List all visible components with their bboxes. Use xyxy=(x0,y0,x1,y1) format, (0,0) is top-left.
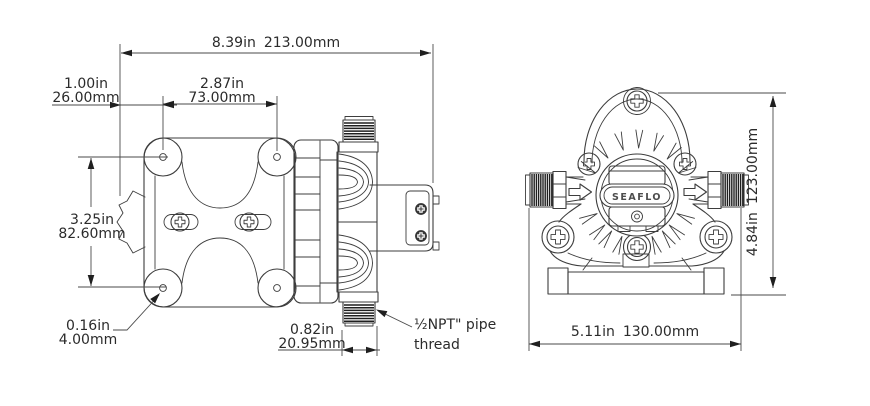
flow-arrow-left-icon xyxy=(568,183,593,201)
dim-hole-offset: 1.00in 26.00mm xyxy=(52,76,177,109)
diaphragm-chamber-lower xyxy=(338,234,373,291)
dim-overall-height-label: 4.84in123.00mm xyxy=(745,128,761,256)
dim-hole-spacing-horizontal: 2.87in 73.00mm xyxy=(162,76,278,151)
motor-body xyxy=(293,139,339,304)
front-view: SEAFLO xyxy=(525,87,786,351)
dim-hole-spacing-horizontal-inches: 2.87in xyxy=(200,76,244,92)
phillips-screw-lower-right xyxy=(699,220,733,254)
flow-arrow-right-icon xyxy=(683,183,708,201)
dim-port-width: 0.82in 20.95mm xyxy=(278,322,380,356)
inlet-port xyxy=(525,170,586,210)
dim-hole-spacing-vertical-inches: 3.25in xyxy=(70,212,114,228)
plate-screw xyxy=(234,212,272,232)
phillips-screw-upper-left xyxy=(577,152,601,176)
pressure-switch-housing xyxy=(369,184,440,252)
pump-head xyxy=(336,116,379,327)
dim-overall-height: 4.84in123.00mm xyxy=(658,92,786,296)
dim-port-width-mm: 20.95mm xyxy=(278,336,345,352)
dim-hole-diameter: 0.16in 4.00mm xyxy=(59,290,163,348)
phillips-screw-lower-left xyxy=(541,220,575,254)
outlet-port xyxy=(688,170,749,210)
phillips-screw-upper-right xyxy=(673,152,697,176)
mount-hole xyxy=(159,284,167,292)
brand-label: SEAFLO xyxy=(612,192,662,203)
phillips-screw-top xyxy=(623,87,651,115)
wire-clip xyxy=(116,190,146,254)
dim-hole-offset-mm: 26.00mm xyxy=(52,90,119,106)
connector-tab xyxy=(432,195,440,205)
dim-hole-spacing-vertical-mm: 82.60mm xyxy=(58,226,125,242)
mount-hole xyxy=(273,153,281,161)
switch-screw xyxy=(415,203,427,215)
dim-hole-spacing-vertical: 3.25in 82.60mm xyxy=(58,156,168,288)
housing-dome xyxy=(541,87,733,271)
mount-hole xyxy=(273,284,281,292)
vent-slots-lower xyxy=(579,213,695,255)
diaphragm-chamber-upper xyxy=(338,153,373,210)
bottom-port xyxy=(338,291,379,327)
pipe-thread-label-line2: thread xyxy=(414,337,460,353)
pump-base xyxy=(547,267,725,295)
pipe-thread-label-line1: ½NPT" pipe xyxy=(414,317,496,333)
dim-hole-diameter-mm: 4.00mm xyxy=(59,332,117,348)
dim-hole-diameter-inches: 0.16in xyxy=(66,318,110,334)
cover-tab xyxy=(645,225,659,232)
pipe-thread-callout: ½NPT" pipe thread xyxy=(374,306,496,353)
mounting-plate xyxy=(116,137,297,308)
dim-hole-spacing-horizontal-mm: 73.00mm xyxy=(188,90,255,106)
connector-tab xyxy=(432,241,440,251)
dim-port-width-inches: 0.82in xyxy=(290,322,334,338)
dim-hole-offset-inches: 1.00in xyxy=(64,76,108,92)
center-assembly: SEAFLO xyxy=(595,153,679,237)
switch-screw xyxy=(415,230,427,242)
plate-screw xyxy=(163,212,199,232)
top-port xyxy=(338,116,379,153)
phillips-screw-bottom xyxy=(622,232,652,262)
indicator-circle xyxy=(631,210,643,223)
cover-tab xyxy=(617,225,631,232)
